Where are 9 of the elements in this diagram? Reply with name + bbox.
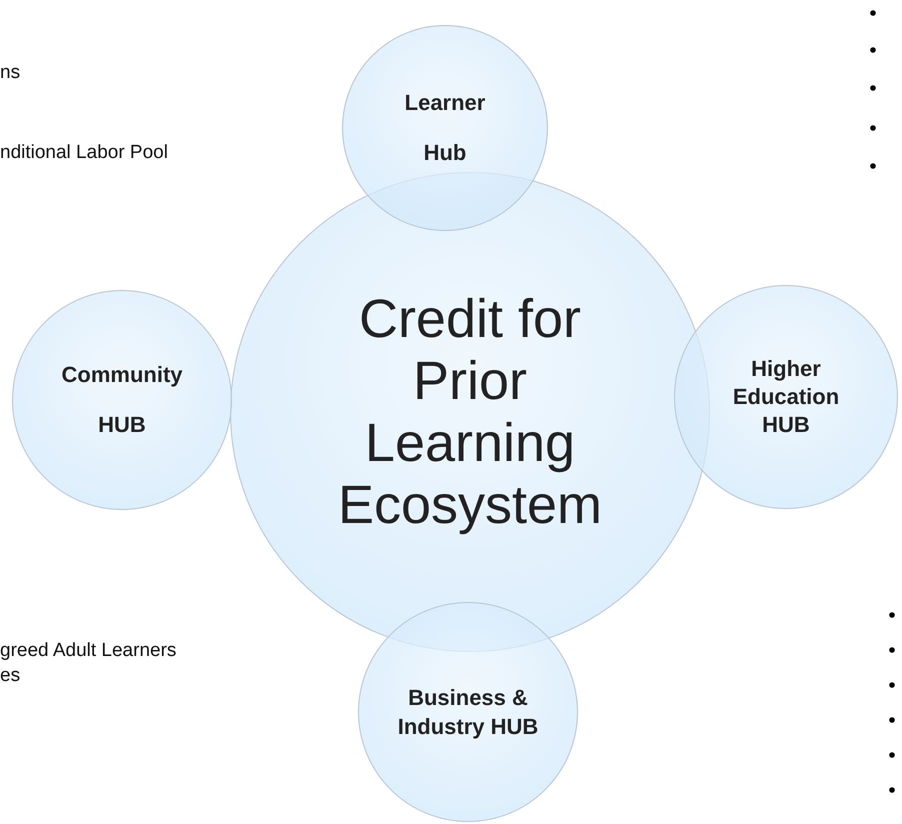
text-label: ns: [0, 62, 20, 84]
text-label: nditional Labor Pool: [0, 142, 168, 164]
text-label: greed Adult Learners: [0, 640, 176, 662]
node-label: Learner Hub: [404, 89, 486, 167]
node-label: Higher Education HUB: [732, 355, 840, 439]
node-label: Business & Industry HUB: [396, 684, 540, 741]
node-label: Community HUB: [60, 361, 184, 439]
text-label: es: [0, 665, 20, 687]
node-label: Credit for Prior Learning Ecosystem: [336, 288, 604, 536]
